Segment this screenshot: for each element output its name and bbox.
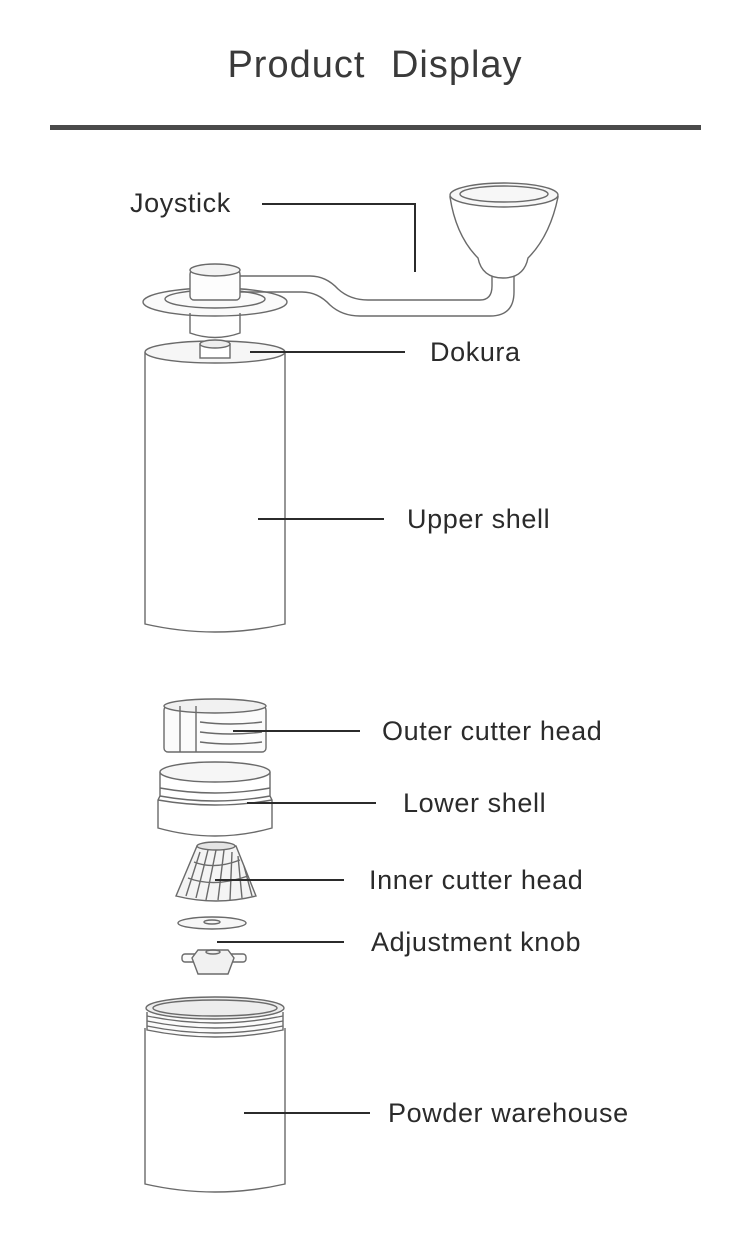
- label-powder-warehouse: Powder warehouse: [388, 1098, 629, 1128]
- page-title: Product Display: [227, 44, 523, 86]
- powder-warehouse-part: [144, 996, 286, 1193]
- title-divider: [50, 125, 701, 130]
- label-upper-shell: Upper shell: [407, 504, 551, 534]
- upper-shell-part: [144, 339, 286, 633]
- outer-cutter-head-part: [163, 698, 267, 753]
- joystick-part: [142, 182, 559, 339]
- inner-cutter-head-part: [175, 841, 257, 902]
- label-joystick: Joystick: [130, 188, 231, 218]
- joystick-leader: [262, 203, 416, 272]
- label-lower-shell: Lower shell: [403, 788, 547, 818]
- label-dokura: Dokura: [430, 337, 521, 367]
- adjustment-knob-part: [177, 916, 247, 975]
- label-outer-cutter-head: Outer cutter head: [382, 716, 603, 746]
- lower-shell-part: [157, 761, 273, 837]
- label-inner-cutter-head: Inner cutter head: [369, 865, 584, 895]
- label-adjustment-knob: Adjustment knob: [371, 927, 582, 957]
